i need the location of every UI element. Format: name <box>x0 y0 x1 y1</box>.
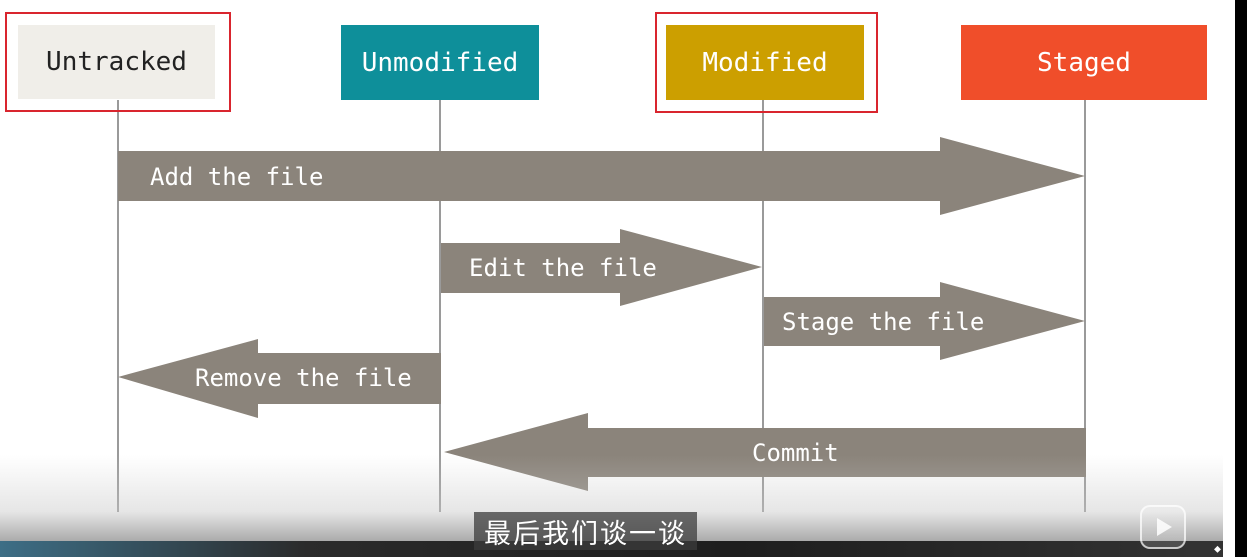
state-modified: Modified <box>666 25 864 100</box>
highlight-untracked <box>5 12 231 112</box>
arrow-edit-the-file-label: Edit the file <box>469 254 657 282</box>
arrow-remove-the-file-label: Remove the file <box>195 364 412 392</box>
lifeline-staged <box>1084 100 1086 512</box>
arrow-add-the-file: Add the file <box>118 137 1085 215</box>
state-modified-label: Modified <box>702 47 828 78</box>
state-staged: Staged <box>961 25 1207 100</box>
lifeline-modified <box>762 100 764 512</box>
state-unmodified: Unmodified <box>341 25 539 100</box>
arrow-remove-the-file: Remove the file <box>118 339 441 418</box>
arrow-stage-the-file: Stage the file <box>764 282 1085 360</box>
play-badge-icon[interactable] <box>1140 505 1186 549</box>
state-unmodified-label: Unmodified <box>361 47 519 78</box>
arrow-commit-label: Commit <box>752 439 839 467</box>
arrow-commit: Commit <box>444 413 1086 491</box>
state-untracked: Untracked <box>18 25 215 99</box>
video-subtitle: 最后我们谈一谈 <box>474 512 697 550</box>
corner-marker-icon: ⬥ <box>1214 544 1221 555</box>
state-staged-label: Staged <box>1037 47 1131 78</box>
arrow-edit-the-file: Edit the file <box>441 229 762 306</box>
window-right-edge <box>1235 0 1247 557</box>
lifeline-untracked <box>117 100 119 512</box>
state-untracked-label: Untracked <box>46 47 187 77</box>
video-subtitle-text: 最后我们谈一谈 <box>484 518 687 550</box>
arrow-stage-the-file-label: Stage the file <box>782 308 984 336</box>
lifeline-unmodified <box>439 100 441 512</box>
play-triangle-icon <box>1157 518 1172 536</box>
highlight-modified <box>655 12 878 113</box>
arrow-add-the-file-label: Add the file <box>150 163 323 191</box>
